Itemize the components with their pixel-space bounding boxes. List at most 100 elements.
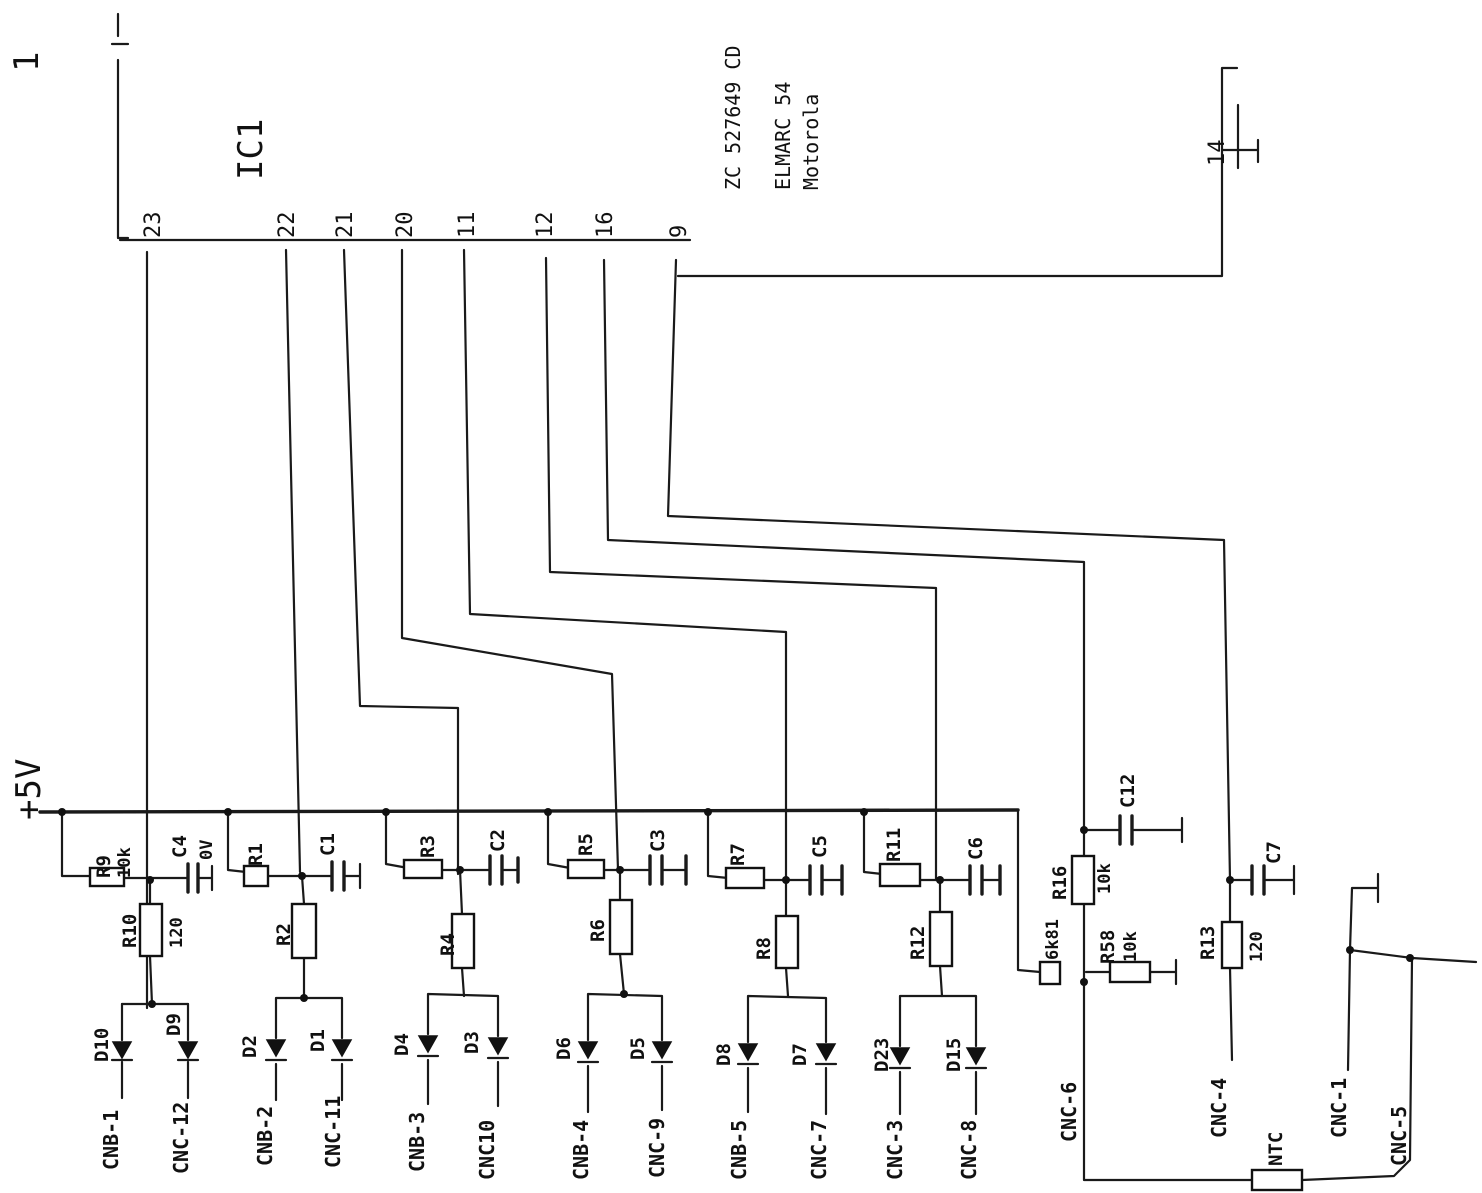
- capacitor-c3: [648, 854, 688, 886]
- resistor-ref: R8: [753, 937, 775, 960]
- pin-label: 9: [667, 225, 692, 238]
- diode-ref: D3: [461, 1031, 483, 1054]
- diode-d1: [330, 1039, 354, 1062]
- diode-d7: [814, 1043, 838, 1066]
- resistor-group: [88, 854, 1304, 1192]
- capacitor-ref: C4: [169, 835, 191, 858]
- diode-ref: D5: [627, 1037, 649, 1060]
- diode-d2: [264, 1039, 288, 1062]
- capacitor-c5: [808, 864, 844, 896]
- capacitor-ref: C3: [647, 829, 669, 852]
- resistor-ref: R13: [1197, 926, 1219, 960]
- page-number: 1: [7, 52, 47, 72]
- diode-d23: [888, 1047, 912, 1070]
- capacitor-ref: C5: [809, 835, 831, 858]
- resistor-r6: [608, 898, 634, 956]
- capacitor-group: [186, 814, 1266, 896]
- capacitor-ref: C2: [487, 829, 509, 852]
- capacitor-ref: C6: [965, 837, 987, 860]
- junction-dots: [58, 808, 1414, 1008]
- connector-label: CNC-1: [1327, 1078, 1351, 1138]
- capacitor-value: 0V: [197, 840, 217, 860]
- capacitor-ref: C1: [317, 833, 339, 856]
- connector-label: CNC-11: [321, 1096, 345, 1168]
- resistor-r2: [290, 902, 318, 960]
- connector-label: CNC10: [475, 1120, 499, 1180]
- pin-label: 21: [333, 212, 358, 239]
- resistor-r3: [402, 858, 444, 880]
- resistor-r8: [774, 914, 800, 970]
- resistor-ref: R5: [575, 833, 597, 856]
- ic-part-number: ZC 527649 CD: [721, 46, 745, 191]
- connector-label: CNC-6: [1057, 1082, 1081, 1142]
- resistor-r9: [88, 866, 126, 888]
- diode-d6: [576, 1041, 600, 1064]
- diode-d9: [176, 1041, 200, 1062]
- capacitor-c7: [1250, 864, 1266, 896]
- wires: [38, 12, 1478, 1182]
- diode-ref: D7: [789, 1043, 811, 1066]
- diode-d4: [416, 1035, 440, 1058]
- connector-label: CNB-1: [99, 1110, 123, 1170]
- resistor-value: 10k: [1121, 931, 1141, 962]
- resistor-ref: R11: [883, 828, 905, 862]
- capacitor-ref: C7: [1263, 841, 1285, 864]
- resistor-ref: R9: [93, 855, 115, 878]
- pin-label: 20: [393, 212, 418, 239]
- resistor-ref: R10: [119, 914, 141, 948]
- resistor-ref: R2: [273, 923, 295, 946]
- resistor-r5: [566, 858, 606, 880]
- connector-label: CNC-8: [957, 1120, 981, 1180]
- diode-ref: D23: [871, 1038, 893, 1072]
- capacitor-c12: [1118, 814, 1134, 846]
- resistor-6k81: [1038, 960, 1062, 986]
- resistor-r1: [242, 864, 270, 888]
- diode-group: [110, 1035, 988, 1070]
- resistor-r10: [138, 902, 164, 958]
- resistor-r11: [878, 862, 922, 888]
- resistor-ref: R16: [1049, 866, 1071, 900]
- connector-label: CNC-7: [807, 1120, 831, 1180]
- diode-ref: D8: [713, 1043, 735, 1066]
- resistor-value: 10k: [115, 847, 135, 878]
- resistor-ref: R1: [245, 843, 267, 866]
- resistor-r12: [928, 910, 954, 968]
- diode-ref: D4: [391, 1033, 413, 1056]
- connector-label: CNC-12: [169, 1102, 193, 1174]
- capacitor-c2: [488, 854, 520, 886]
- resistor-value: 6k81: [1043, 919, 1063, 960]
- resistor-ref: R6: [587, 919, 609, 942]
- ntc-label: NTC: [1265, 1132, 1287, 1166]
- diode-d10: [110, 1041, 134, 1062]
- ic-part-name: ELMARC 54: [771, 82, 795, 190]
- connector-label: CNB-3: [405, 1112, 429, 1172]
- resistor-ref: R12: [907, 926, 929, 960]
- connector-label: CNB-5: [727, 1120, 751, 1180]
- ic-ref: IC1: [231, 119, 271, 180]
- resistor-r16: [1070, 854, 1096, 906]
- resistor-r13: [1220, 920, 1244, 970]
- connector-label: CNC-5: [1387, 1106, 1411, 1166]
- diode-ref: D10: [91, 1028, 113, 1062]
- resistor-value: 10k: [1095, 863, 1115, 894]
- connector-label: CNC-9: [645, 1118, 669, 1178]
- diode-ref: D6: [553, 1037, 575, 1060]
- connector-label: CNB-4: [569, 1120, 593, 1180]
- resistor-value: 120: [1247, 931, 1267, 962]
- capacitor-c6: [968, 864, 1002, 896]
- pin-label: 22: [275, 212, 300, 239]
- diode-ref: D9: [163, 1013, 185, 1036]
- pin-label: 23: [141, 212, 166, 239]
- diode-d3: [486, 1037, 510, 1060]
- resistor-ref: R7: [727, 843, 749, 866]
- ic-manufacturer: Motorola: [799, 94, 823, 190]
- diode-d5: [650, 1041, 674, 1064]
- connector-label: CNC-3: [883, 1120, 907, 1180]
- resistor-r7: [724, 866, 766, 890]
- capacitor-c4: [186, 862, 200, 894]
- diode-d8: [736, 1043, 760, 1066]
- capacitor-c1: [330, 860, 346, 892]
- diode-d15: [964, 1047, 988, 1070]
- resistor-ref: R3: [417, 835, 439, 858]
